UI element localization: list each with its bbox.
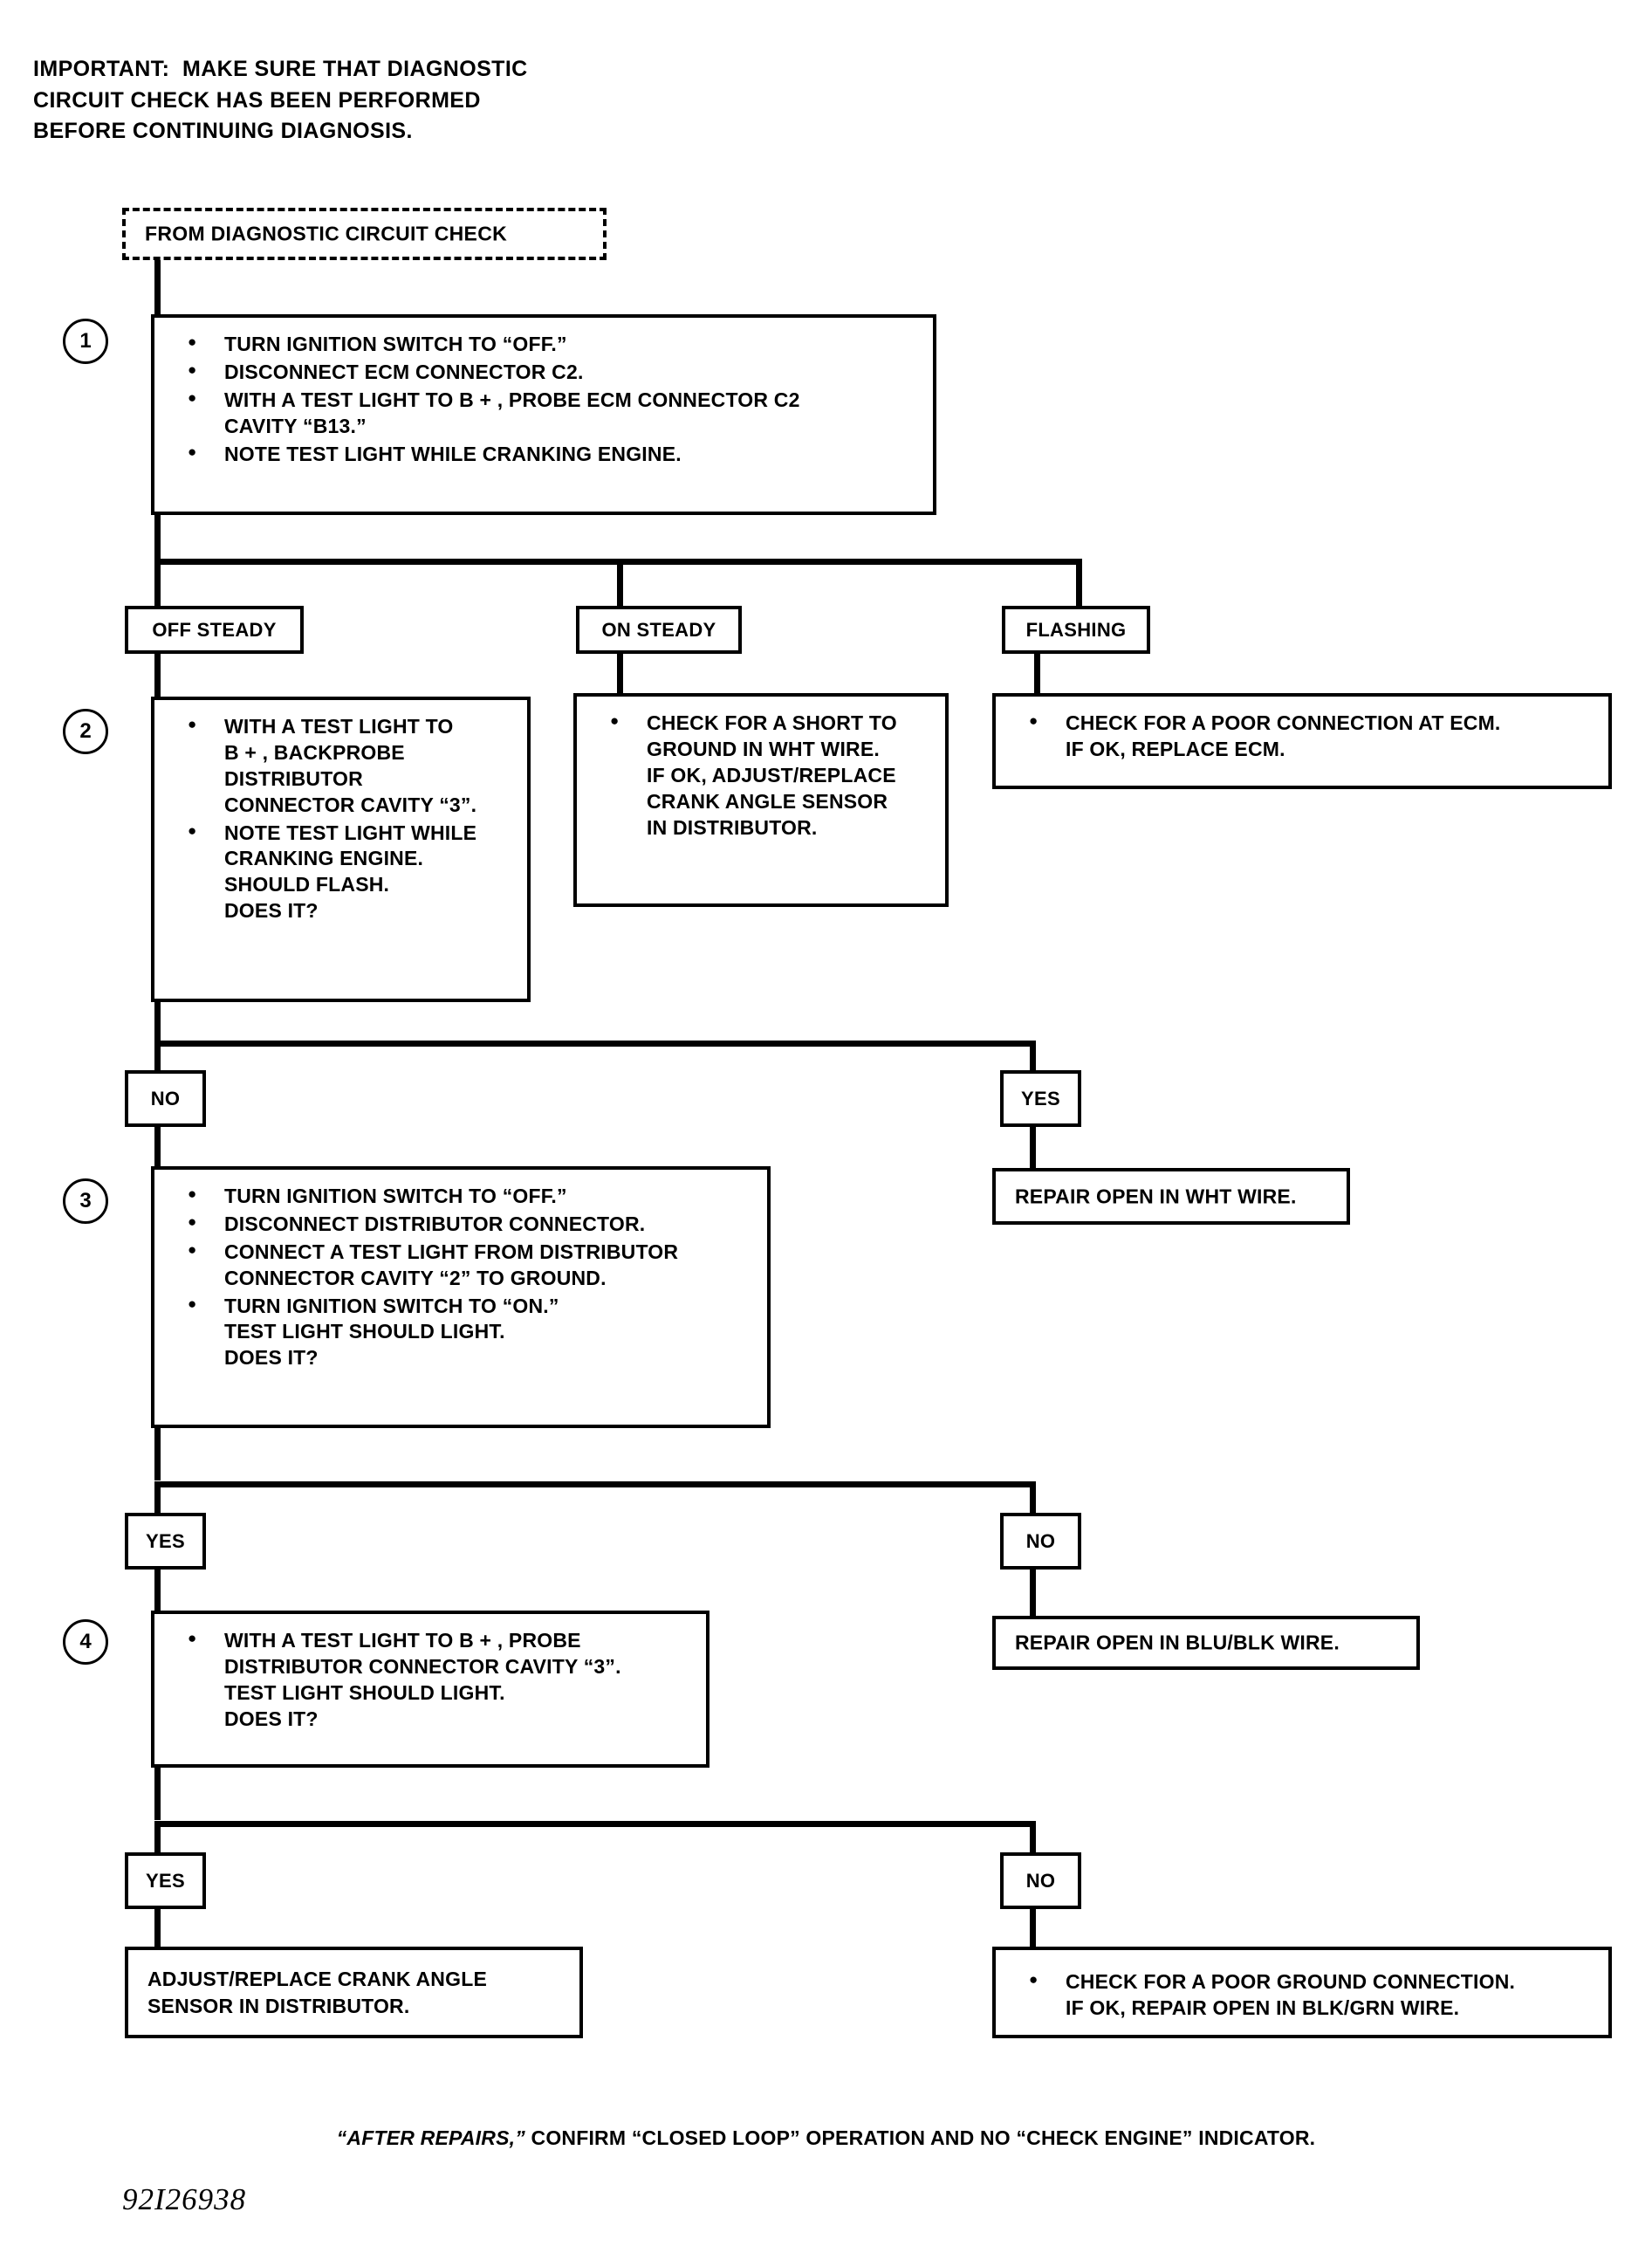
connector-step4-split-bar (154, 1821, 1036, 1827)
step-1-bullet-list: TURN IGNITION SWITCH TO “OFF.” DISCONNEC… (175, 331, 924, 469)
footer-after-repairs: “AFTER REPAIRS,” (336, 2126, 525, 2149)
step-number-3: 3 (63, 1178, 108, 1224)
start-node-label: FROM DIAGNOSTIC CIRCUIT CHECK (145, 222, 508, 245)
connector-step4-yes-down (154, 1821, 161, 1852)
step-3-bullet-2: DISCONNECT DISTRIBUTOR CONNECTOR. (175, 1211, 758, 1238)
branch-label-no-1: NO (125, 1070, 206, 1127)
connector-no1-to-step3 (154, 1127, 161, 1166)
adjust-sensor-text: ADJUST/REPLACE CRANK ANGLE SENSOR IN DIS… (147, 1967, 487, 2017)
connector-step3-split-bar (154, 1481, 1036, 1487)
connector-no2-to-repair-blublk (1030, 1570, 1036, 1616)
flashing-bullet-list: CHECK FOR A POOR CONNECTION AT ECM. IF O… (1017, 710, 1600, 765)
step-3-bullet-list: TURN IGNITION SWITCH TO “OFF.” DISCONNEC… (175, 1183, 758, 1373)
connector-step3-down (154, 1428, 161, 1480)
connector-step4-no-down (1030, 1821, 1036, 1852)
connector-start-to-step1 (154, 260, 161, 314)
branch-label-no-2: NO (1000, 1513, 1081, 1570)
connector-branch-on-steady (617, 559, 623, 607)
result-adjust-sensor-box: ADJUST/REPLACE CRANK ANGLE SENSOR IN DIS… (125, 1947, 583, 2038)
connector-no3-to-poor-ground (1030, 1909, 1036, 1948)
step-1-bullet-4: NOTE TEST LIGHT WHILE CRANKING ENGINE. (175, 441, 924, 468)
branch-label-yes-3: YES (125, 1852, 206, 1909)
important-line-1: IMPORTANT: MAKE SURE THAT DIAGNOSTIC (33, 57, 528, 81)
start-node-from-diagnostic-circuit-check: FROM DIAGNOSTIC CIRCUIT CHECK (122, 208, 607, 260)
connector-yes3-to-adjust-sensor (154, 1909, 161, 1948)
step-4-box: WITH A TEST LIGHT TO B + , PROBE DISTRIB… (151, 1611, 709, 1768)
step-number-2: 2 (63, 709, 108, 754)
step-1-bullet-2: DISCONNECT ECM CONNECTOR C2. (175, 359, 924, 386)
connector-step4-down (154, 1768, 161, 1820)
on-steady-bullet-list: CHECK FOR A SHORT TO GROUND IN WHT WIRE.… (598, 710, 936, 842)
connector-on-steady-to-action (617, 654, 623, 693)
step-4-bullet-1: WITH A TEST LIGHT TO B + , PROBE DISTRIB… (175, 1627, 697, 1733)
connector-step2-down (154, 1002, 161, 1046)
document-number: 92I26938 (122, 2182, 247, 2216)
step-number-4: 4 (63, 1619, 108, 1665)
result-poor-ground-box: CHECK FOR A POOR GROUND CONNECTION. IF O… (992, 1947, 1612, 2038)
step-2-bullet-1: WITH A TEST LIGHT TO B + , BACKPROBE DIS… (175, 713, 518, 819)
branch-label-off-steady: OFF STEADY (125, 606, 304, 654)
branch-label-no-3: NO (1000, 1852, 1081, 1909)
flashing-bullet-1: CHECK FOR A POOR CONNECTION AT ECM. IF O… (1017, 710, 1600, 763)
step-2-box: WITH A TEST LIGHT TO B + , BACKPROBE DIS… (151, 697, 531, 1002)
step-2-bullet-2: NOTE TEST LIGHT WHILE CRANKING ENGINE. S… (175, 820, 518, 925)
result-repair-blublk-wire-box: REPAIR OPEN IN BLU/BLK WIRE. (992, 1616, 1420, 1670)
step-1-bullet-1: TURN IGNITION SWITCH TO “OFF.” (175, 331, 924, 358)
poor-ground-bullet-list: CHECK FOR A POOR GROUND CONNECTION. IF O… (1017, 1968, 1600, 2023)
footer-rest: CONFIRM “CLOSED LOOP” OPERATION AND NO “… (524, 2126, 1316, 2149)
connector-branch-flashing (1076, 559, 1082, 607)
connector-step2-split-bar (154, 1041, 1036, 1047)
connector-step2-yes-down (1030, 1041, 1036, 1072)
step-3-bullet-3: CONNECT A TEST LIGHT FROM DISTRIBUTOR CO… (175, 1239, 758, 1292)
branch-label-on-steady: ON STEADY (576, 606, 742, 654)
connector-yes2-to-step4 (154, 1570, 161, 1611)
result-repair-wht-wire-box: REPAIR OPEN IN WHT WIRE. (992, 1168, 1350, 1225)
important-notice: IMPORTANT: MAKE SURE THAT DIAGNOSTIC CIR… (33, 54, 696, 148)
connector-step1-down (154, 515, 161, 563)
connector-step2-no-down (154, 1041, 161, 1072)
important-line-2: CIRCUIT CHECK HAS BEEN PERFORMED (33, 87, 481, 113)
step-3-bullet-4: TURN IGNITION SWITCH TO “ON.” TEST LIGHT… (175, 1293, 758, 1372)
step-1-box: TURN IGNITION SWITCH TO “OFF.” DISCONNEC… (151, 314, 936, 515)
repair-wht-text: REPAIR OPEN IN WHT WIRE. (1015, 1184, 1297, 1207)
connector-step3-no-down (1030, 1481, 1036, 1513)
connector-flashing-to-action (1034, 654, 1040, 693)
step-1-bullet-3: WITH A TEST LIGHT TO B + , PROBE ECM CON… (175, 387, 924, 440)
repair-blublk-text: REPAIR OPEN IN BLU/BLK WIRE. (1015, 1631, 1340, 1654)
important-line-3: BEFORE CONTINUING DIAGNOSIS. (33, 119, 413, 143)
connector-off-steady-to-step2 (154, 654, 161, 697)
branch-label-yes-2: YES (125, 1513, 206, 1570)
result-on-steady-action-box: CHECK FOR A SHORT TO GROUND IN WHT WIRE.… (573, 693, 949, 907)
result-flashing-action-box: CHECK FOR A POOR CONNECTION AT ECM. IF O… (992, 693, 1612, 789)
branch-label-flashing: FLASHING (1002, 606, 1150, 654)
step-2-bullet-list: WITH A TEST LIGHT TO B + , BACKPROBE DIS… (175, 713, 518, 926)
step-4-bullet-list: WITH A TEST LIGHT TO B + , PROBE DISTRIB… (175, 1627, 697, 1734)
step-3-bullet-1: TURN IGNITION SWITCH TO “OFF.” (175, 1183, 758, 1210)
connector-yes1-to-repair-wht (1030, 1127, 1036, 1169)
connector-step3-yes-down (154, 1481, 161, 1513)
step-3-box: TURN IGNITION SWITCH TO “OFF.” DISCONNEC… (151, 1166, 771, 1428)
on-steady-bullet-1: CHECK FOR A SHORT TO GROUND IN WHT WIRE.… (598, 710, 936, 841)
step-number-1: 1 (63, 319, 108, 364)
branch-label-yes-1: YES (1000, 1070, 1081, 1127)
connector-branch-off-steady (154, 559, 161, 607)
poor-ground-bullet-1: CHECK FOR A POOR GROUND CONNECTION. IF O… (1017, 1968, 1600, 2022)
footer-note: “AFTER REPAIRS,” CONFIRM “CLOSED LOOP” O… (0, 2126, 1652, 2150)
